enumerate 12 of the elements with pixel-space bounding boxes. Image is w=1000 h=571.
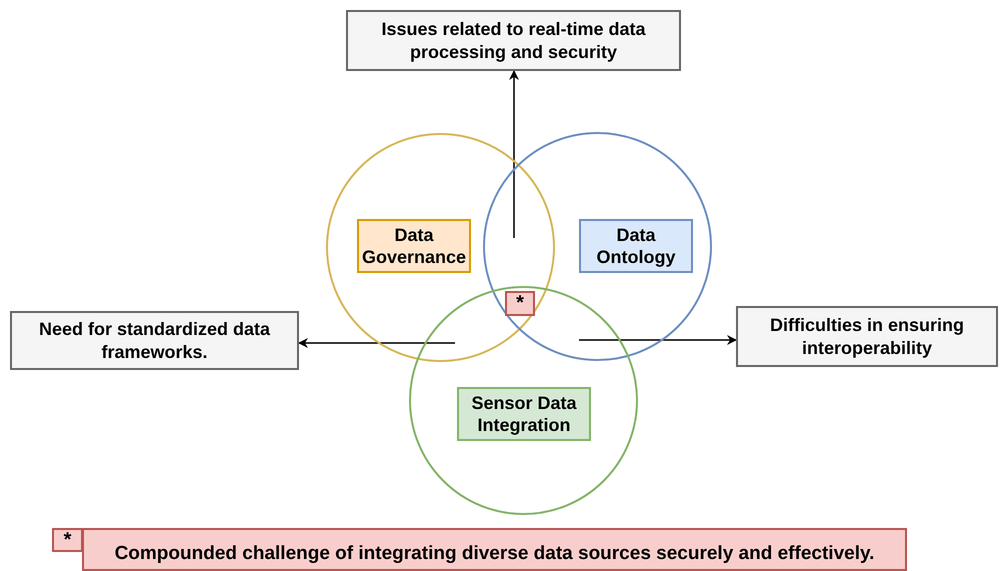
- label-box: Sensor Data Integration: [457, 387, 591, 441]
- note-box: Difficulties in ensuring interoperability: [736, 306, 998, 367]
- arrow: [509, 70, 519, 238]
- note-box: Need for standardized data frameworks.: [10, 311, 299, 370]
- label-box: Data Ontology: [579, 219, 693, 273]
- note-box: Issues related to real-time data processing and security: [346, 10, 681, 71]
- footnote-box: Compounded challenge of integrating diverse data sources securely and effectively.: [82, 528, 907, 571]
- arrow: [579, 335, 737, 345]
- asterisk-marker: *: [505, 291, 535, 316]
- arrow: [298, 338, 455, 348]
- label-box: Data Governance: [357, 219, 471, 273]
- asterisk-marker: *: [52, 528, 83, 552]
